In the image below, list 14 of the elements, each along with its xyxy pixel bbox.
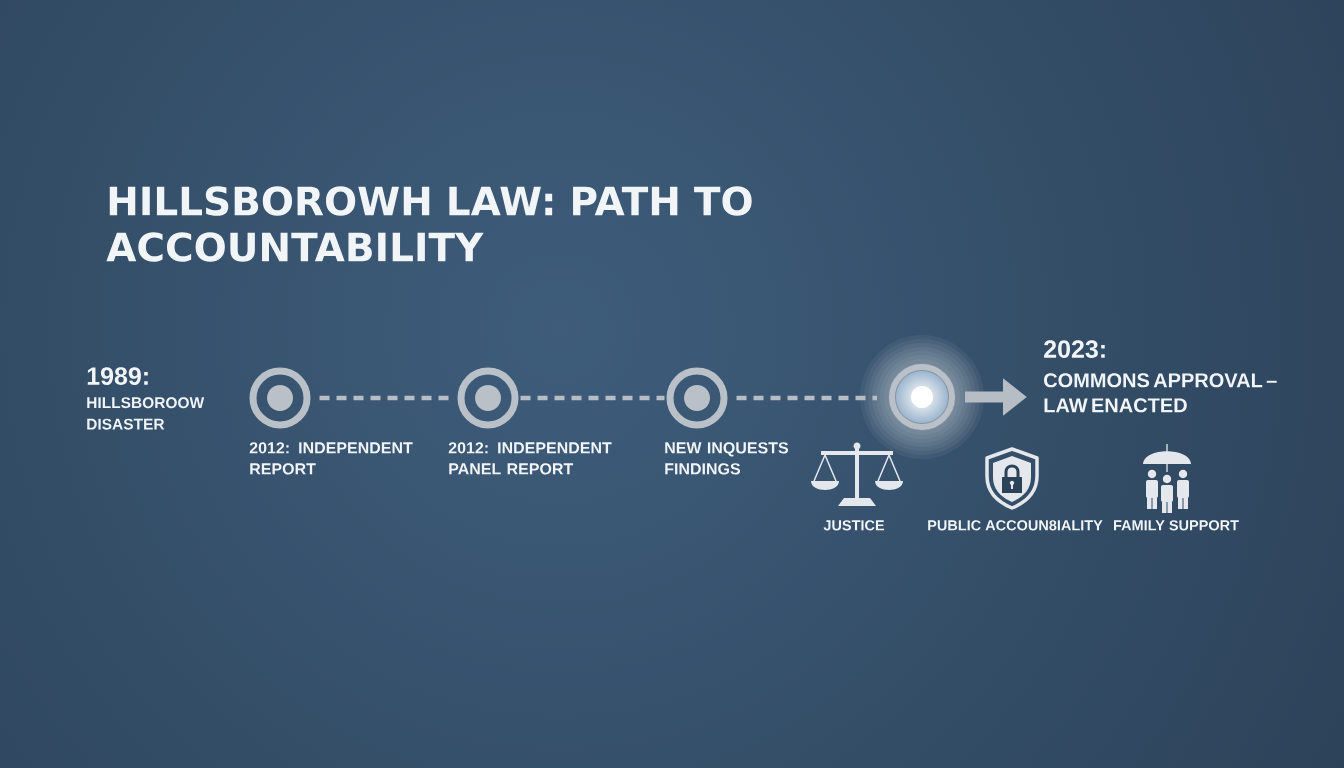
- title: HILLSBOROWH LAW: PATH TO ACCOUNTABILITY: [106, 186, 752, 262]
- milestone-text: 2023: COMMONS APPROVAL – LAW ENACTED: [1044, 340, 1277, 413]
- dashed-line: [736, 395, 877, 401]
- event-label: HILLSBOROOW DISASTER: [87, 397, 205, 430]
- dashed-line: [319, 395, 449, 401]
- icon-caption: PUBLIC ACCOUN8IALITY: [928, 520, 1103, 531]
- event-label: 2012: INDEPENDENT REPORT: [249, 442, 413, 475]
- icon-caption: FAMILY SUPPORT: [1114, 520, 1239, 531]
- event-label: NEW INQUESTS FINDINGS: [665, 442, 788, 475]
- dashed-line: [520, 395, 665, 401]
- icon-caption: JUSTICE: [823, 520, 885, 531]
- event-label: 2012: INDEPENDENT PANEL REPORT: [448, 442, 612, 475]
- glowing-marker: [860, 335, 984, 459]
- year-label: 1989:: [87, 367, 148, 385]
